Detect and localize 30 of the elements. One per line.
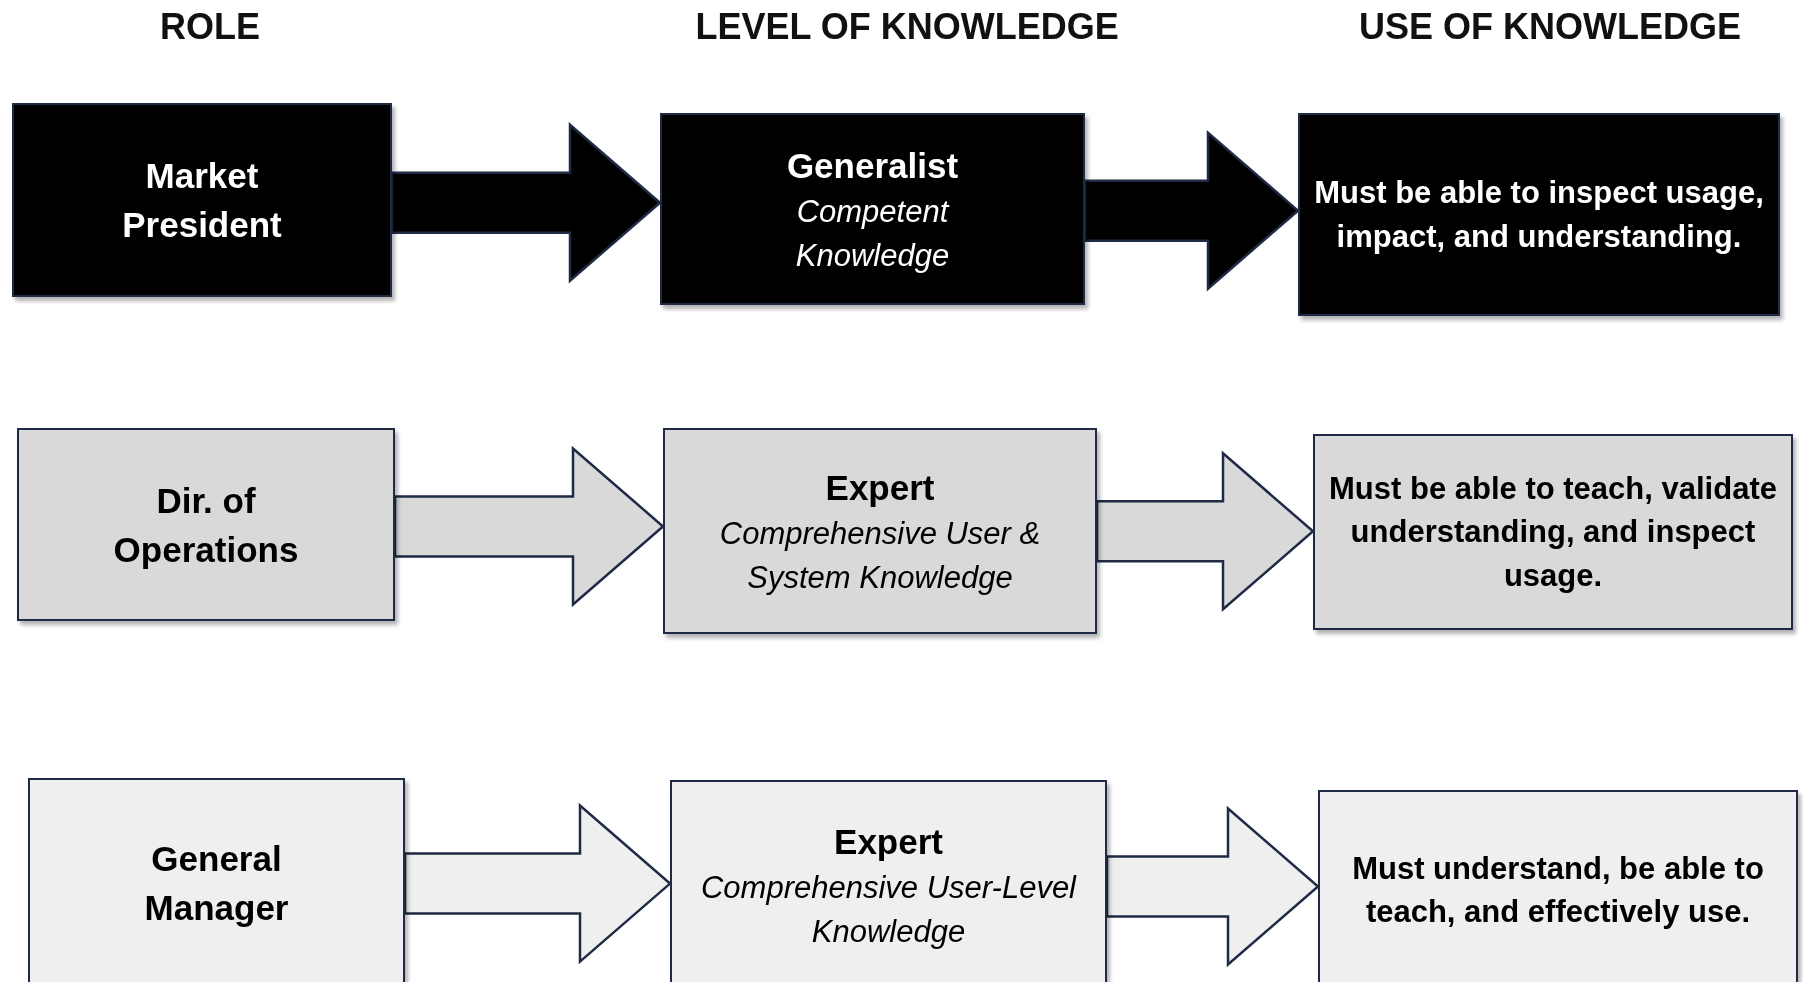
block-arrow — [1105, 805, 1320, 968]
block-arrow — [1083, 129, 1300, 292]
usage-box — [1313, 434, 1793, 630]
role-box — [28, 778, 405, 982]
level-description: Comprehensive User & System Knowledge — [718, 515, 1042, 597]
block-arrow — [390, 121, 662, 284]
role-text: Dir. of Operations — [112, 479, 300, 571]
level-description: Comprehensive User-Level Knowledge — [699, 869, 1078, 951]
level-heading: Expert — [834, 821, 943, 864]
block-arrow — [403, 802, 672, 965]
role-text: Market President — [121, 155, 283, 246]
usage-text: Must be able to teach, validate understanding, and inspect usage. — [1328, 469, 1778, 595]
level-description: Competent Knowledge — [794, 193, 951, 275]
role-box — [17, 428, 395, 621]
level-heading: Expert — [825, 467, 935, 510]
column-header: USE OF KNOWLEDGE — [1359, 6, 1741, 48]
role-text: General Manager — [143, 838, 290, 929]
usage-text: Must be able to inspect usage, impact, and understanding. — [1314, 174, 1764, 256]
level-heading: Generalist — [786, 145, 959, 188]
usage-box — [1318, 790, 1798, 982]
block-arrow — [393, 445, 665, 608]
knowledge-box — [660, 113, 1085, 305]
column-header: ROLE — [160, 6, 260, 48]
knowledge-box — [663, 428, 1097, 634]
block-arrow — [1095, 450, 1315, 613]
usage-box — [1298, 113, 1780, 316]
role-box — [12, 103, 392, 297]
column-header: LEVEL OF KNOWLEDGE — [695, 6, 1119, 48]
usage-text: Must understand, be able to teach, and effectively use. — [1351, 849, 1765, 931]
knowledge-box — [670, 780, 1107, 982]
